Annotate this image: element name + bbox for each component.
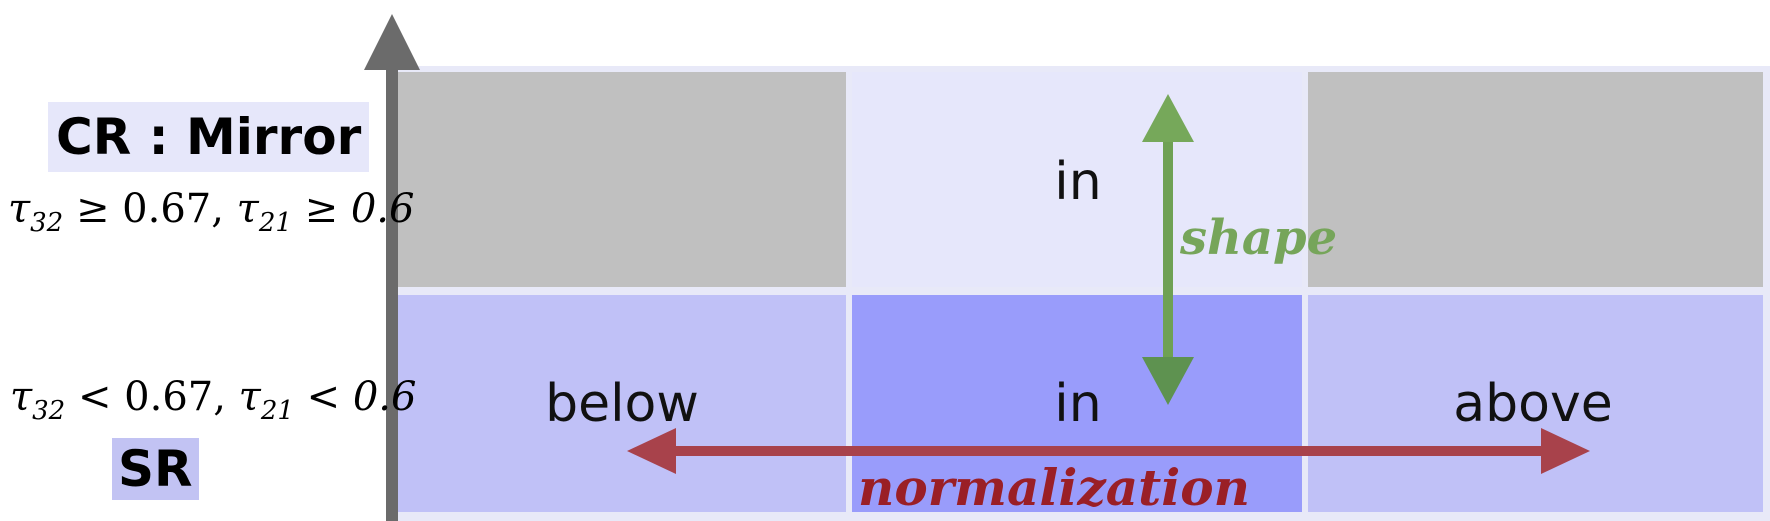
sr-tau21-val: 0.6	[352, 374, 417, 420]
sr-tau32-sub: 32	[32, 396, 66, 426]
cr-mirror-title: CR : Mirror	[48, 102, 370, 172]
axis-arrowhead	[364, 14, 420, 70]
shape-arrow-shaft	[1163, 130, 1173, 360]
shape-arrow-head-down	[1142, 357, 1194, 405]
cr-tau21-val: 0.6	[350, 186, 415, 232]
sr-tau21-var: τ	[238, 374, 261, 420]
axis-shaft	[386, 66, 398, 521]
sr-condition: τ32 < 0.67, τ21 < 0.6	[10, 374, 416, 427]
cell-label-bottom-middle: in	[1054, 374, 1102, 434]
shape-label: shape	[1180, 210, 1338, 266]
cell-bottom-left	[398, 295, 846, 512]
normalization-arrow-shaft	[660, 446, 1550, 456]
sr-tau21-op: <	[293, 374, 353, 420]
cr-tau32-op: ≥ 0.67,	[63, 186, 237, 232]
sr-tau32-var: τ	[10, 374, 33, 420]
cell-top-left	[398, 72, 846, 287]
normalization-arrow-head-left	[627, 428, 676, 474]
cell-label-bottom-left: below	[545, 374, 699, 434]
normalization-arrow	[627, 428, 1590, 474]
shape-arrow	[1142, 94, 1194, 405]
sr-title: SR	[112, 438, 199, 500]
cell-top-right	[1308, 72, 1763, 287]
sr-tau21-sub: 21	[260, 396, 294, 426]
normalization-arrow-head-right	[1541, 428, 1590, 474]
sr-tau32-op: < 0.67,	[65, 374, 239, 420]
cr-tau21-op: ≥	[291, 186, 351, 232]
cr-tau21-var: τ	[236, 186, 259, 232]
cr-condition: τ32 ≥ 0.67, τ21 ≥ 0.6	[8, 186, 414, 239]
cell-top-middle	[852, 72, 1302, 287]
shape-arrow-head-up	[1142, 94, 1194, 142]
normalization-label: normalization	[858, 458, 1250, 517]
vertical-axis-arrow	[364, 14, 420, 521]
cr-tau32-sub: 32	[30, 208, 64, 238]
cell-label-top-middle: in	[1054, 152, 1102, 212]
cell-label-bottom-right: above	[1453, 374, 1613, 434]
cell-bottom-middle	[852, 295, 1302, 512]
cr-tau32-var: τ	[8, 186, 31, 232]
cr-tau21-sub: 21	[258, 208, 292, 238]
cell-bottom-right	[1308, 295, 1763, 512]
